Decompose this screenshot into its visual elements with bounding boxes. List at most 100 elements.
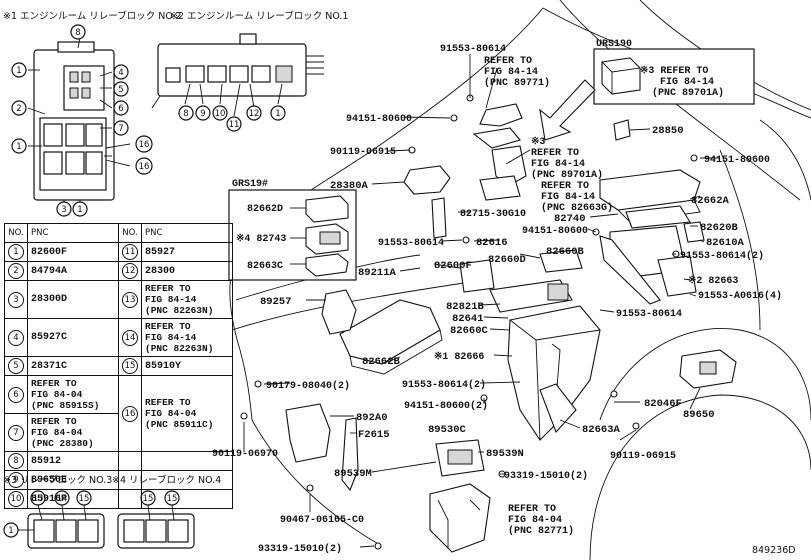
relay-block-no2-heading: ※1 エンジンルーム リレーブロック NO.2: [3, 10, 181, 22]
label-892a0: 892A0: [356, 412, 388, 424]
table-cell-no: 6: [4, 375, 28, 414]
label-82715-30g10: 82715-30G10: [460, 209, 526, 220]
label-89539m: 89539M: [334, 468, 372, 480]
callout-5: 5: [118, 85, 123, 95]
label-82662b: 82662B: [362, 356, 401, 368]
table-cell-no: 14: [118, 318, 142, 357]
label-82641: 82641: [452, 313, 484, 325]
row-number-circle: 4: [8, 329, 24, 346]
table-cell-empty: [141, 451, 233, 471]
label-82663c: 82663C: [247, 261, 283, 272]
table-cell-pnc: 85927: [141, 242, 233, 262]
label-89257: 89257: [260, 296, 292, 308]
table-cell-no: 9: [4, 470, 28, 490]
row-number-circle: 11: [122, 244, 138, 260]
label-refer-89771-3: (PNC 89771): [484, 77, 550, 89]
row-number-circle: 15: [122, 358, 138, 374]
direction-arrow-icon: [539, 79, 596, 141]
relay-block-no2-callouts: 8 1 2 1 4 5 6 7 16 16 3 1: [11, 24, 153, 217]
table-header-no: NO.: [118, 223, 142, 243]
label-90179-08040: 90179-08040(2): [266, 380, 350, 392]
table-cell-pnc: 85916P: [27, 489, 119, 509]
row-number-circle: 3: [8, 291, 24, 308]
table-cell-no: 15: [118, 356, 142, 376]
label-91553-80614-2: 91553-80614(2): [402, 379, 486, 391]
label-91553-80614: 91553-80614: [440, 44, 506, 55]
row-number-circle: 8: [8, 453, 24, 469]
label-82663: ※2 82663: [688, 275, 738, 287]
label-refer-82771-3: (PNC 82771): [508, 525, 574, 537]
label-28850: 28850: [652, 125, 684, 137]
label-refer-82771-1: REFER TO: [508, 504, 556, 515]
callout-1: 1: [8, 526, 13, 536]
table-cell-no: 8: [4, 451, 28, 471]
label-82046f: 82046F: [644, 398, 682, 410]
row-number-circle: 2: [8, 263, 24, 279]
label-82620b: 82620B: [700, 222, 739, 234]
table-header-pnc: PNC: [27, 223, 119, 243]
label-refer3-3: FIG 84-14: [531, 159, 585, 170]
label-refer-82771-2: FIG 84-04: [508, 515, 562, 526]
label-94151-80600: 94151-80600: [346, 114, 412, 125]
label-89211a: 89211A: [358, 267, 397, 279]
label-28380a: 28380A: [330, 180, 369, 192]
label-82660d: 82660D: [488, 254, 526, 266]
relay-block-no1-heading: ※2 エンジンルーム リレーブロック NO.1: [170, 10, 348, 22]
label-91553-80614: 91553-80614: [616, 309, 682, 320]
table-cell-no: 1: [4, 242, 28, 262]
table-cell-no: 16: [118, 375, 142, 452]
row-number-circle: 9: [8, 472, 24, 488]
label-91553-a0616: 91553-A0616(4): [698, 290, 782, 302]
table-cell-pnc: 84794A: [27, 261, 119, 281]
label-91553-80614: 91553-80614: [378, 238, 444, 249]
table-cell-pnc: 85910Y: [141, 356, 233, 376]
table-cell-pnc: 28300D: [27, 280, 119, 319]
row-number-circle: 10: [8, 491, 24, 507]
label-refer3-1: ※3: [531, 136, 545, 148]
callout-8: 8: [75, 28, 80, 38]
callout-1: 1: [16, 142, 21, 152]
table-cell-pnc: 85927C: [27, 318, 119, 357]
table-cell-no: 4: [4, 318, 28, 357]
row-number-circle: 16: [122, 405, 138, 422]
row-number-circle: 12: [122, 263, 138, 279]
label-refer-89701a-3: (PNC 89701A): [652, 87, 724, 99]
label-refer-82663g-3: (PNC 82663G): [541, 202, 613, 214]
leader-lines: [243, 54, 720, 548]
table-header-pnc: PNC: [141, 223, 233, 243]
table-cell-no: 13: [118, 280, 142, 319]
label-f2615: F2615: [358, 429, 390, 441]
label-90119-06915: 90119-06915: [610, 451, 676, 462]
grs19-inset: GRS19#: [228, 179, 357, 281]
table-cell-no: 3: [4, 280, 28, 319]
label-refer-82663g-1: REFER TO: [541, 181, 589, 192]
label-82662d: 82662D: [247, 204, 283, 215]
row-number-circle: 5: [8, 358, 24, 374]
table-cell-no: 7: [4, 413, 28, 452]
callout-7: 7: [118, 124, 123, 134]
label-refer-89701a-2: FIG 84-14: [660, 77, 714, 88]
table-cell-pnc: 85912: [27, 451, 119, 471]
table-cell-empty: [141, 470, 233, 490]
figure-number: 849236D: [752, 545, 796, 556]
label-82666: ※1 82666: [434, 351, 484, 363]
row-number-circle: 6: [8, 386, 24, 403]
label-82616: 82616: [476, 237, 508, 249]
table-cell-pnc: 28371C: [27, 356, 119, 376]
label-82821b: 82821B: [446, 301, 485, 313]
label-82610a: 82610A: [706, 237, 745, 249]
label-94151-80600: 94151-80600: [704, 155, 770, 166]
label-refer-89701a-1: ※3 REFER TO: [640, 65, 708, 77]
relay-block-no1: ※2 エンジンルーム リレーブロック NO.1 8 9 10 11 12 1: [151, 10, 348, 132]
